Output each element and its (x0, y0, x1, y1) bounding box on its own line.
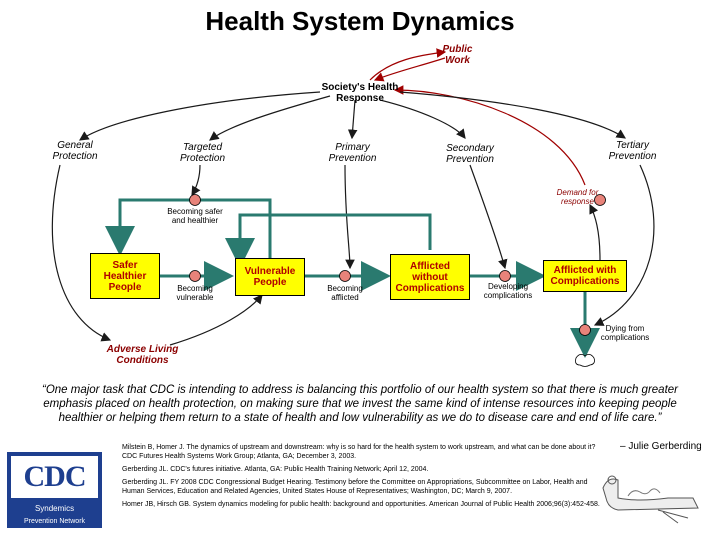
cloud-sink-icon (575, 354, 595, 367)
arrow-general-to-adverse (51, 164, 112, 342)
stock-flow-diagram (51, 48, 655, 367)
arrow-secondary-to-developing (469, 164, 508, 270)
arrow-adverse-to-vulnerable (169, 294, 263, 346)
pipe-afflicted-back (225, 213, 432, 268)
public-work-label: Public Work (442, 44, 473, 66)
stock-safer-healthier: Safer Healthier People (90, 253, 160, 299)
tertiary-prevention-label: Tertiary Prevention (608, 140, 657, 162)
arrow-public-work-to-response (373, 57, 446, 82)
stock-afflicted-with: Afflicted with Complications (543, 260, 627, 292)
bathtub-sketch-icon (602, 475, 699, 524)
arrow-demand-to-response (393, 85, 586, 186)
becoming-safer-label: Becoming safer and healthier (167, 207, 223, 225)
arrow-afflicted-to-demand (589, 203, 601, 261)
reference-item: Gerberding JL. FY 2008 CDC Congressional… (122, 479, 588, 495)
arrow-response-to-tertiary (399, 91, 627, 139)
primary-prevention-label: Primary Prevention (328, 142, 377, 164)
dying-label: Dying from complications (600, 324, 650, 342)
quote-text: “One major task that CDC is intending to… (41, 384, 678, 424)
cdc-logo-text: CDC (11, 456, 98, 498)
valve-becoming-safer (189, 194, 201, 206)
arrow-tertiary-to-dying (593, 164, 655, 326)
targeted-protection-label: Targeted Protection (179, 142, 226, 164)
logo-syndemics: Syndemics (34, 504, 75, 513)
arrow-primary-to-becoming-afflicted (344, 164, 355, 270)
becoming-vulnerable-label: Becoming vulnerable (176, 284, 214, 302)
cdc-logo: CDC Syndemics Prevention Network (7, 452, 102, 528)
arrow-response-to-general (79, 91, 321, 141)
arrow-response-to-targeted (209, 95, 331, 141)
society-response-label: Society's Health Response (321, 82, 399, 104)
valve-dying (579, 324, 591, 336)
arrow-response-to-secondary (379, 99, 466, 139)
adverse-living-label: Adverse Living Conditions (106, 344, 179, 366)
valve-becoming-vulnerable (189, 270, 201, 282)
secondary-prevention-label: Secondary Prevention (446, 143, 494, 165)
stock-vulnerable: Vulnerable People (235, 258, 305, 296)
becoming-afflicted-label: Becoming afflicted (327, 284, 363, 302)
arrow-targeted-to-becoming-safer (191, 164, 201, 197)
valve-developing (499, 270, 511, 282)
stock-afflicted-without: Afflicted without Complications (390, 254, 470, 300)
developing-complications-label: Developing complications (483, 282, 533, 300)
quote-attribution: – Julie Gerberding (620, 441, 702, 452)
valve-becoming-afflicted (339, 270, 351, 282)
arrow-response-to-primary (347, 99, 358, 140)
reference-item: Gerberding JL. CDC's futures initiative.… (122, 466, 429, 473)
page-title: Health System Dynamics (205, 6, 515, 36)
reference-item: Milstein B, Homer J. The dynamics of ups… (122, 444, 596, 460)
logo-prevention-network: Prevention Network (23, 518, 86, 525)
reference-item: Homer JB, Hirsch GB. System dynamics mod… (122, 501, 600, 508)
references: Milstein B, Homer J. The dynamics of ups… (122, 443, 602, 513)
general-protection-label: General Protection (52, 140, 98, 162)
demand-for-response-label: Demand for response (556, 188, 599, 206)
valve-demand (594, 194, 606, 206)
